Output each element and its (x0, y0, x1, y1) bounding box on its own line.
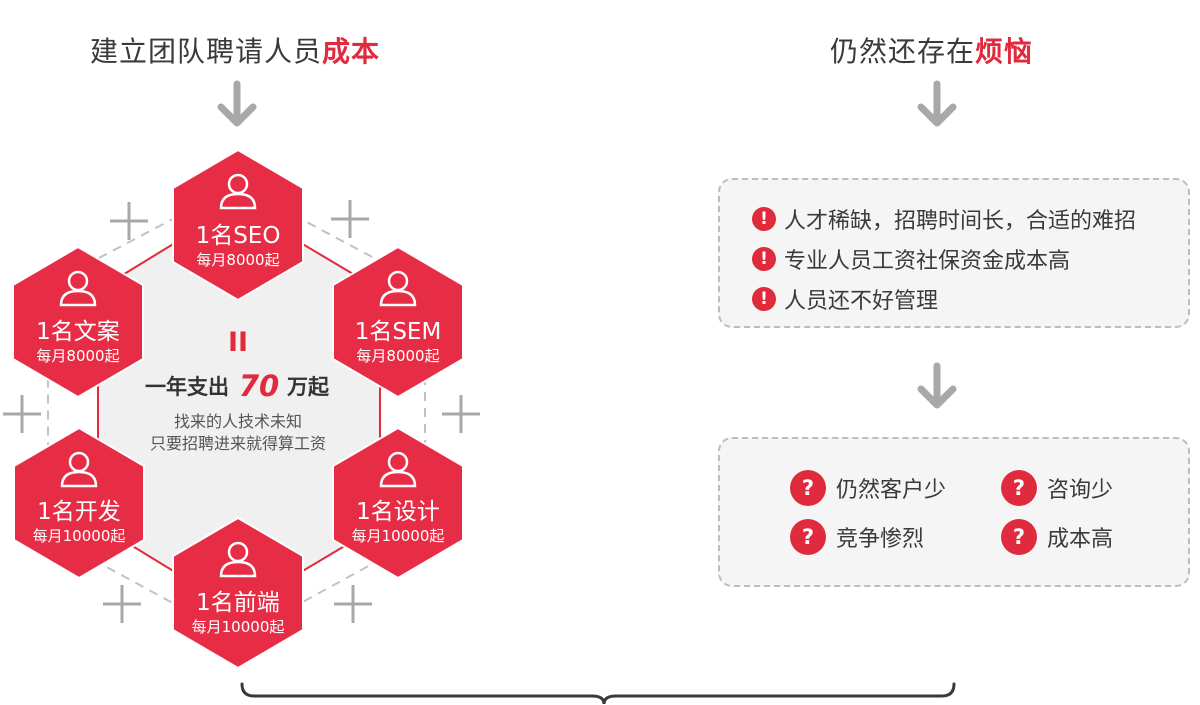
right-heading-text: 仍然还存在 (830, 35, 976, 68)
issues-box (718, 178, 1190, 328)
center-note-1: 找来的人技术未知 (174, 412, 302, 431)
user-icon (59, 270, 97, 307)
right-heading-highlight: 烦恼 (975, 35, 1034, 68)
plus-icon (103, 585, 141, 623)
plus-icon (3, 395, 41, 433)
left-heading-highlight: 成本 (322, 35, 381, 68)
left-heading-text: 建立团队聘请人员 (90, 35, 323, 68)
hexagon-subtitle: 每月10000起 (192, 618, 285, 636)
hexagon-subtitle: 每月10000起 (352, 527, 445, 545)
issue-item: ! 人员还不好管理 (752, 283, 938, 315)
problem-item: ? 咨询少 (1001, 470, 1113, 506)
hexagon-development: 1名开发 每月10000起 (13, 426, 145, 580)
hexagon-frontend: 1名前端 每月10000起 (172, 516, 304, 670)
plus-icon (442, 395, 480, 433)
user-icon (219, 541, 257, 578)
issue-item: ! 人才稀缺，招聘时间长，合适的难招 (752, 203, 1136, 235)
problem-text: 竞争惨烈 (836, 527, 925, 552)
question-icon: ? (790, 470, 826, 506)
center-note-2: 只要招聘进来就得算工资 (150, 434, 326, 453)
exclamation-icon: ! (752, 287, 776, 311)
hexagon-title: 1名设计 (356, 499, 440, 525)
hexagon-subtitle: 每月8000起 (356, 347, 439, 365)
exclamation-icon: ! (752, 207, 776, 231)
user-icon (379, 270, 417, 307)
issue-item: ! 专业人员工资社保资金成本高 (752, 243, 1070, 275)
cost-amount: 70 (239, 369, 279, 403)
problem-text: 咨询少 (1047, 478, 1114, 503)
question-icon: ? (1001, 470, 1037, 506)
problem-item: ? 仍然客户少 (790, 470, 946, 506)
hexagon-subtitle: 每月8000起 (196, 251, 279, 269)
problem-text: 仍然客户少 (836, 478, 947, 503)
hexagon-title: 1名开发 (37, 499, 121, 525)
hexagon-subtitle: 每月8000起 (36, 347, 119, 365)
question-icon: ? (1001, 519, 1037, 555)
user-icon (219, 173, 257, 210)
problem-item: ? 成本高 (1001, 519, 1113, 555)
question-icon: ? (790, 519, 826, 555)
hexagon-copywriting: 1名文案 每月8000起 (12, 245, 144, 399)
plus-icon (110, 202, 148, 240)
hexagon-title: 1名SEO (196, 223, 281, 249)
left-heading: 建立团队聘请人员成本 (90, 30, 380, 70)
problem-item: ? 竞争惨烈 (790, 519, 924, 555)
problems-box (718, 437, 1190, 587)
issue-text: 人员还不好管理 (784, 289, 939, 314)
user-icon (60, 451, 98, 488)
hexagon-title: 1名文案 (36, 319, 120, 345)
hexagon-title: 1名SEM (355, 319, 442, 345)
hexagon-seo: 1名SEO 每月8000起 (172, 148, 304, 302)
issue-text: 专业人员工资社保资金成本高 (784, 249, 1071, 274)
user-icon (379, 451, 417, 488)
issue-text: 人才稀缺，招聘时间长，合适的难招 (784, 209, 1137, 234)
arrow-down-icon (217, 80, 257, 127)
hexagon-design: 1名设计 每月10000起 (332, 426, 464, 580)
arrow-down-icon (917, 362, 957, 409)
problem-text: 成本高 (1047, 527, 1114, 552)
cost-prefix: 一年支出 (145, 375, 229, 399)
hexagon-subtitle: 每月10000起 (33, 527, 126, 545)
exclamation-icon: ! (752, 247, 776, 271)
right-heading: 仍然还存在烦恼 (830, 30, 1033, 70)
center-cost-line: 一年支出 70 万起 (145, 369, 330, 403)
plus-icon (334, 585, 372, 623)
arrow-down-icon (917, 80, 957, 127)
plus-icon (331, 200, 369, 238)
hexagon-title: 1名前端 (196, 590, 280, 616)
bottom-brace (240, 682, 956, 705)
center-mark: II (228, 327, 248, 358)
cost-suffix: 万起 (286, 375, 330, 399)
hexagon-sem: 1名SEM 每月8000起 (332, 245, 464, 399)
